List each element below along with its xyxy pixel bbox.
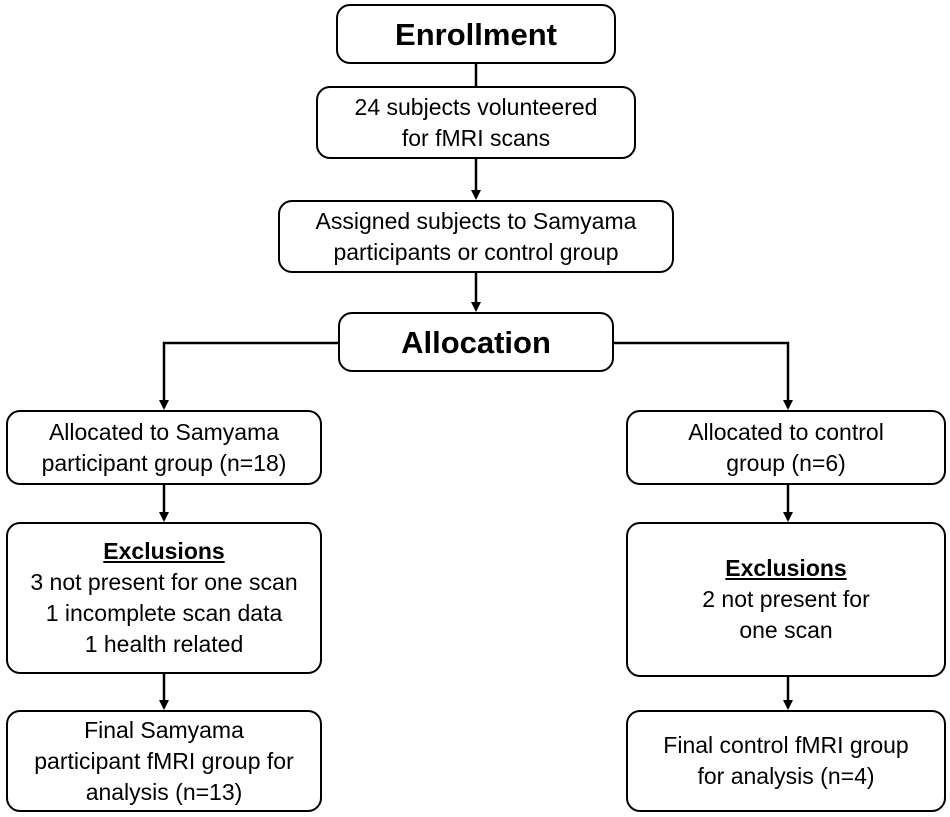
samyama-final-box: Final Samyama participant fMRI group for… — [6, 710, 322, 812]
control-final-line-1: Final control fMRI group — [663, 732, 909, 758]
assigned-line-2: participants or control group — [333, 238, 619, 265]
control-exclusions-box: Exclusions 2 not present for one scan — [626, 522, 946, 677]
control-exclusion-line-1: 2 not present for — [702, 586, 870, 612]
control-exclusions-title: Exclusions — [725, 555, 847, 581]
samyama-allocated-box: Allocated to Samyama participant group (… — [6, 410, 322, 485]
enrollment-box: Enrollment — [336, 4, 616, 64]
volunteered-line-2: for fMRI scans — [401, 124, 551, 151]
enrollment-label: Enrollment — [395, 16, 557, 52]
control-exclusion-line-2: one scan — [739, 617, 833, 643]
samyama-allocated-line-2: participant group (n=18) — [41, 449, 287, 476]
samyama-final-line-3: analysis (n=13) — [85, 778, 243, 805]
samyama-exclusions-title: Exclusions — [103, 538, 225, 564]
assigned-line-1: Assigned subjects to Samyama — [315, 207, 637, 234]
samyama-exclusions-box: Exclusions 3 not present for one scan 1 … — [6, 522, 322, 674]
control-final-line-2: for analysis (n=4) — [697, 763, 875, 789]
allocation-box: Allocation — [338, 312, 614, 372]
samyama-exclusion-2: 1 incomplete scan data — [45, 600, 283, 626]
control-allocated-line-2: group (n=6) — [726, 449, 846, 476]
volunteered-line-1: 24 subjects volunteered — [354, 93, 598, 120]
volunteered-box: 24 subjects volunteered for fMRI scans — [316, 86, 636, 159]
allocation-label: Allocation — [401, 324, 551, 360]
samyama-final-line-1: Final Samyama — [84, 716, 244, 743]
arrow-allocation-to-control — [614, 341, 793, 410]
samyama-exclusion-1: 3 not present for one scan — [30, 569, 298, 595]
assigned-box: Assigned subjects to Samyama participant… — [278, 200, 674, 273]
arrow-allocation-to-samyama — [159, 341, 338, 410]
control-final-box: Final control fMRI group for analysis (n… — [626, 710, 946, 812]
samyama-final-line-2: participant fMRI group for — [34, 747, 294, 774]
control-allocated-box: Allocated to control group (n=6) — [626, 410, 946, 485]
samyama-exclusion-3: 1 health related — [84, 631, 244, 657]
control-allocated-line-1: Allocated to control — [688, 418, 884, 445]
samyama-allocated-line-1: Allocated to Samyama — [48, 418, 280, 445]
